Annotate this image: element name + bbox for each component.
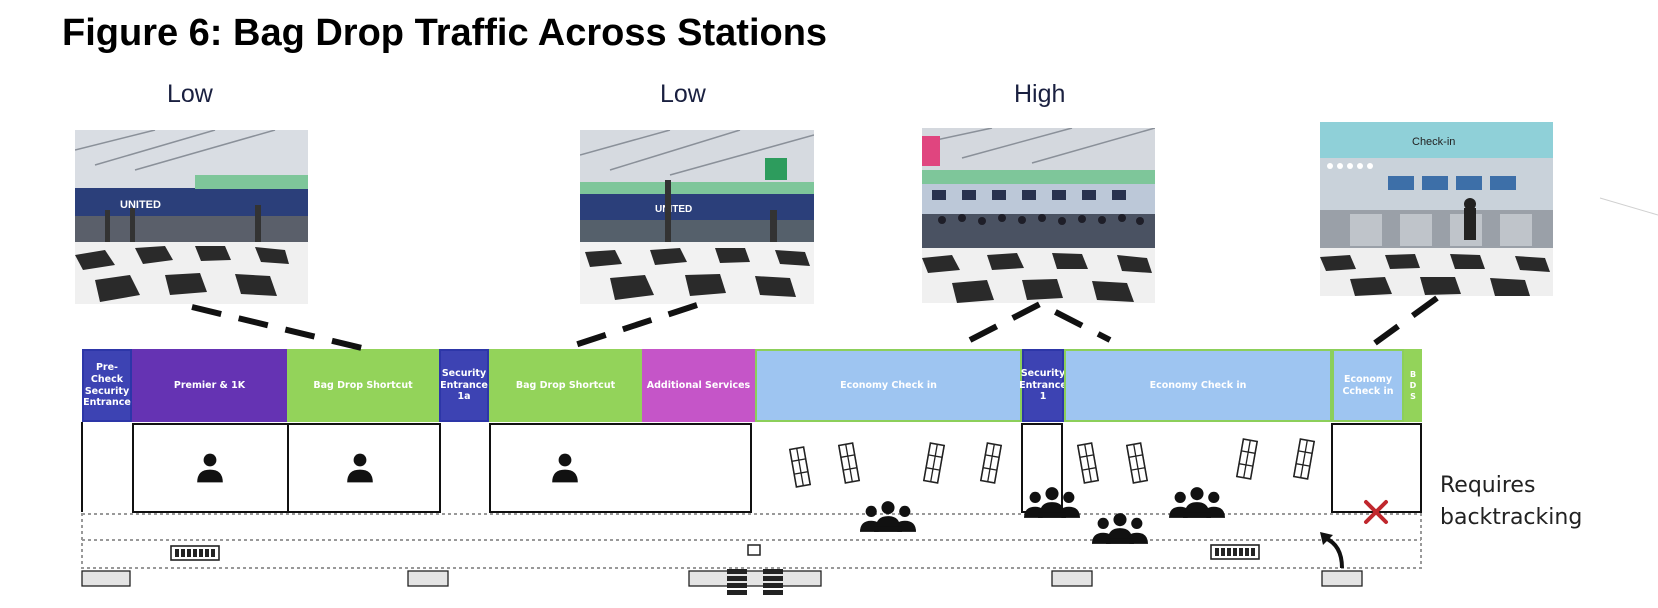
arrow-head: [1320, 532, 1333, 545]
conveyor-icon: [170, 545, 220, 561]
backtracking-note: Requires backtracking: [1440, 473, 1583, 530]
counter-boxes: [81, 422, 1422, 513]
crowd-icon: [860, 501, 916, 532]
traffic-level-1: Low: [167, 80, 213, 108]
zone-security-entrance-1a: Security Entrance 1a: [439, 349, 489, 422]
crowd-icon: [1092, 513, 1148, 544]
kiosk-icon: [837, 442, 861, 484]
conveyor-icon: [1210, 544, 1260, 560]
station-photo-3: [922, 128, 1155, 303]
kiosk-icon: [788, 446, 812, 488]
walkway-lines: [81, 513, 1422, 569]
zone-economy-check-in-3: Economy Ccheck in: [1332, 349, 1404, 422]
person-icon: [197, 453, 223, 483]
kiosk-icon: [1076, 442, 1100, 484]
curved-arrow-icon: [1324, 536, 1344, 569]
kiosk-icon: [1235, 438, 1259, 480]
photo-sign-2: UNITED: [655, 204, 692, 215]
red-x-icon: [1364, 500, 1388, 524]
small-marker: [747, 544, 761, 556]
crowd-icon: [1169, 487, 1225, 518]
zone-economy-check-in-1: Economy Check in: [755, 349, 1022, 422]
traffic-level-3: High: [1014, 80, 1066, 108]
zone-precheck-entrance: Pre-Check Security Entrance: [82, 349, 132, 422]
zone-security-entrance-1: Security Entrance 1: [1019, 349, 1067, 422]
zone-economy-check-in-2: Economy Check in: [1064, 349, 1332, 422]
floor-gates: [81, 570, 1363, 587]
station-photo-2: UNITED: [580, 130, 814, 304]
crowd-icon: [1024, 487, 1080, 518]
photo-connectors: [191, 295, 1439, 352]
kiosk-icon: [1125, 442, 1149, 484]
traffic-level-2: Low: [660, 80, 706, 108]
zone-additional-services: Additional Services: [642, 349, 755, 422]
station-photo-1: UNITED: [75, 130, 308, 304]
zone-bag-drop-shortcut-1: Bag Drop Shortcut: [287, 349, 439, 422]
zone-premier-1k: Premier & 1K: [132, 349, 287, 422]
station-photo-4: Check-in: [1320, 122, 1553, 296]
zone-bag-drop-shortcut-2: Bag Drop Shortcut: [489, 349, 642, 422]
person-icon: [552, 453, 578, 483]
kiosk-icon: [1292, 438, 1316, 480]
person-icon: [347, 453, 373, 483]
zone-bds: B D S: [1404, 349, 1422, 422]
kiosk-icon: [979, 442, 1003, 484]
figure-title: Figure 6: Bag Drop Traffic Across Statio…: [62, 12, 828, 54]
kiosk-icon: [922, 442, 946, 484]
photo-sign-4: Check-in: [1412, 136, 1455, 148]
